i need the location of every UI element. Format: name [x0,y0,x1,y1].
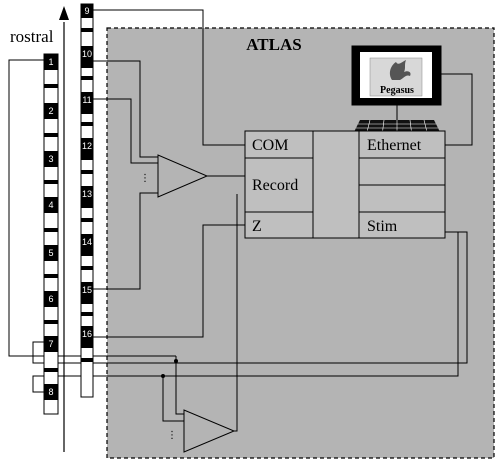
record-amplifier [157,154,209,198]
pegasus-computer: Pegasus [351,45,442,137]
pegasus-label: Pegasus [380,85,414,96]
wiring [8,9,473,432]
right-contact-14: 14 [82,237,92,247]
junction-dot [174,359,178,363]
record-amp-ellipsis: ⋮ [140,173,150,184]
record-port-label: Record [252,177,298,194]
stim-amplifier [183,409,236,453]
left-contact-4: 4 [48,200,53,210]
interface-box [244,130,446,239]
right-contact-10: 10 [82,49,92,59]
right-contact-12: 12 [82,141,92,151]
rostral-label: rostral [10,27,54,46]
left-contact-3: 3 [48,154,53,164]
left-electrode [43,53,59,415]
left-contact-7: 7 [48,339,53,349]
z-port-label: Z [252,218,262,235]
left-contact-6: 6 [48,294,53,304]
stim-amp-ellipsis: ⋮ [167,430,177,441]
pegasus-horse-icon [389,60,411,80]
right-contact-9: 9 [84,6,89,16]
right-contact-16: 16 [82,329,92,339]
left-contact-5: 5 [48,248,53,258]
right-electrode [80,3,94,398]
left-contact-1: 1 [48,57,53,67]
left-contact-2: 2 [48,106,53,116]
left-contact-8: 8 [48,387,53,397]
ethernet-port-label: Ethernet [367,137,422,154]
com-port-label: COM [252,137,288,154]
atlas-title: ATLAS [246,35,301,54]
rostral-arrowhead [59,6,69,20]
right-contact-11: 11 [82,95,91,105]
right-contact-13: 13 [82,189,92,199]
junction-dot [161,374,165,378]
right-contact-15: 15 [82,285,92,295]
stim-port-label: Stim [367,218,398,235]
